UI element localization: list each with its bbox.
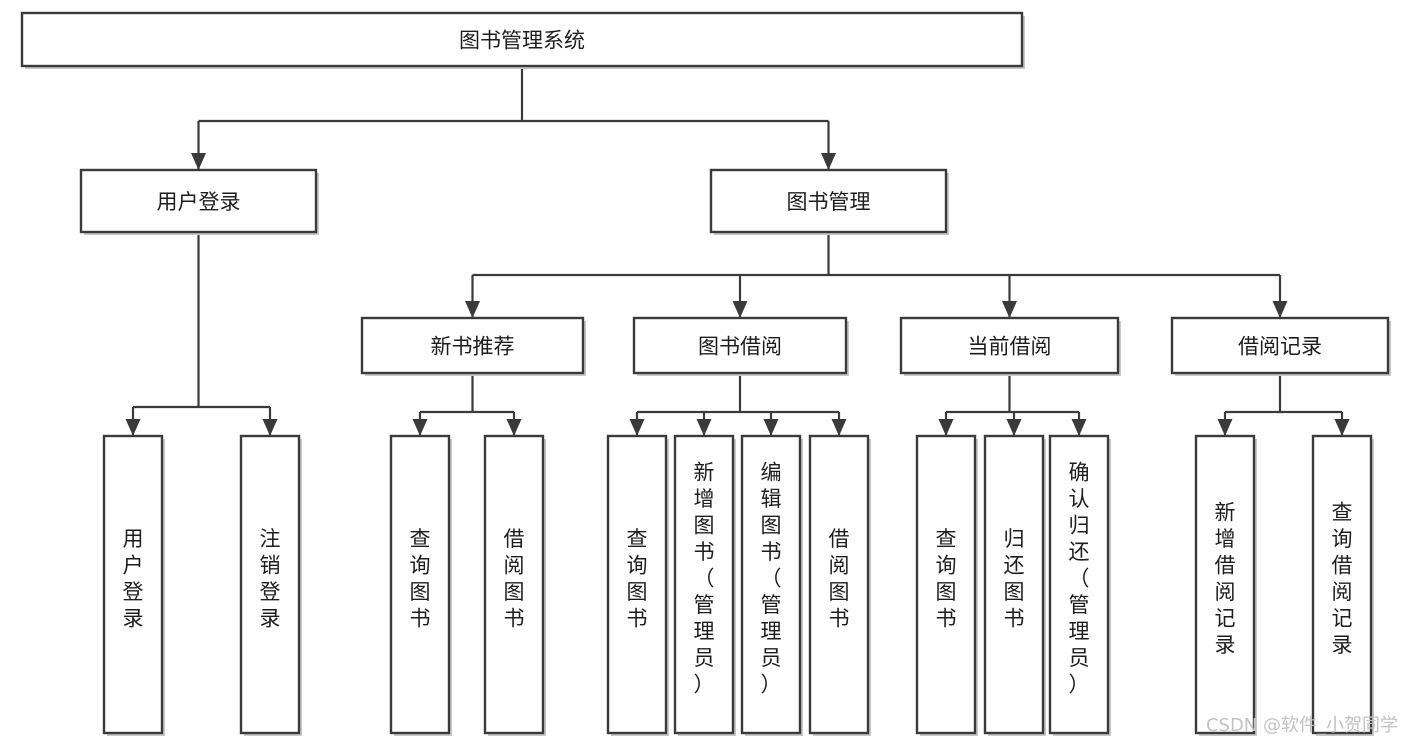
node-box[interactable] [899, 316, 1120, 375]
node-box[interactable] [673, 434, 735, 735]
arrow-head-icon [412, 419, 428, 436]
arrow-head-icon [821, 153, 836, 170]
node-box[interactable] [102, 434, 164, 735]
node-确认归还管理员[interactable]: 确认归还（管理员） [1048, 434, 1111, 736]
node-box[interactable] [1048, 434, 1110, 735]
node-当前借阅[interactable]: 当前借阅 [899, 316, 1121, 376]
edge-group-图书借阅 [629, 373, 847, 436]
node-box[interactable] [1170, 316, 1390, 375]
node-新书推荐[interactable]: 新书推荐 [360, 316, 586, 376]
node-label: 查询图书 [936, 527, 957, 631]
arrow-head-icon [1002, 301, 1017, 318]
node-box[interactable] [632, 316, 848, 375]
node-label: 图书管理 [787, 190, 871, 214]
edge-group-新书推荐 [412, 373, 522, 436]
node-新增图书管理员[interactable]: 新增图书（管理员） [673, 434, 736, 736]
node-用户登录[interactable]: 用户登录 [79, 168, 319, 235]
node-图书管理[interactable]: 图书管理 [709, 168, 949, 235]
node-label: 图书借阅 [698, 335, 782, 359]
node-box[interactable] [709, 168, 948, 234]
node-借阅记录[interactable]: 借阅记录 [1170, 316, 1391, 376]
node-查询借阅记录[interactable]: 查询借阅记录 [1311, 434, 1374, 736]
node-label: 确认归还（管理员） [1069, 461, 1090, 697]
arrow-head-icon [191, 153, 206, 170]
node-新增借阅记录[interactable]: 新增借阅记录 [1194, 434, 1257, 736]
node-box[interactable] [808, 434, 870, 735]
node-图书借阅[interactable]: 图书借阅 [632, 316, 849, 376]
arrow-head-icon [1006, 419, 1022, 436]
node-借阅图书[interactable]: 借阅图书 [483, 434, 546, 736]
edge-group-用户登录 [125, 232, 278, 436]
node-查询图书[interactable]: 查询图书 [389, 434, 452, 736]
node-label: 图书管理系统 [459, 29, 585, 53]
node-label: 编辑图书（管理员） [761, 461, 782, 697]
node-label: 归还图书 [1004, 527, 1025, 631]
node-box[interactable] [915, 434, 977, 735]
node-label: 查询图书 [627, 527, 648, 631]
node-label: 当前借阅 [968, 335, 1052, 359]
node-label: 借阅图书 [504, 527, 525, 631]
node-label: 借阅记录 [1238, 335, 1322, 359]
node-借阅图书[interactable]: 借阅图书 [808, 434, 871, 736]
node-label: 查询借阅记录 [1332, 500, 1353, 657]
node-图书管理系统[interactable]: 图书管理系统 [20, 11, 1025, 69]
arrow-head-icon [1217, 419, 1233, 436]
node-box[interactable] [1194, 434, 1256, 735]
node-label: 查询图书 [410, 527, 431, 631]
arrow-head-icon [1334, 419, 1350, 436]
edge-group-借阅记录 [1217, 373, 1350, 436]
node-label: 用户登录 [157, 190, 241, 214]
arrow-head-icon [938, 419, 954, 436]
node-box[interactable] [483, 434, 545, 735]
node-box[interactable] [239, 434, 301, 735]
arrow-head-icon [831, 419, 847, 436]
node-查询图书[interactable]: 查询图书 [606, 434, 669, 736]
arrow-head-icon [763, 419, 779, 436]
arrow-head-icon [696, 419, 712, 436]
node-label: 注销登录 [260, 527, 281, 631]
arrow-head-icon [262, 419, 278, 436]
node-box[interactable] [606, 434, 668, 735]
node-注销登录[interactable]: 注销登录 [239, 434, 302, 736]
edge-group-当前借阅 [938, 373, 1087, 436]
arrow-head-icon [629, 419, 645, 436]
arrow-head-icon [125, 419, 141, 436]
arrow-head-icon [732, 301, 748, 318]
node-归还图书[interactable]: 归还图书 [983, 434, 1046, 736]
node-编辑图书管理员[interactable]: 编辑图书（管理员） [740, 434, 803, 736]
node-label: 新书推荐 [431, 335, 515, 359]
arrow-head-icon [506, 419, 522, 436]
node-用户登录[interactable]: 用户登录 [102, 434, 165, 736]
node-box[interactable] [360, 316, 585, 375]
edge-group-图书管理系统 [191, 66, 836, 170]
csdn-watermark: CSDN @软件_小贺同学 [1206, 715, 1398, 736]
node-box[interactable] [20, 11, 1024, 68]
edges-layer [125, 66, 1350, 436]
node-label: 借阅图书 [829, 527, 850, 631]
edge-group-图书管理 [465, 232, 1288, 318]
node-box[interactable] [389, 434, 451, 735]
node-box[interactable] [79, 168, 318, 234]
node-label: 用户登录 [123, 527, 144, 631]
node-box[interactable] [1311, 434, 1373, 735]
arrow-head-icon [465, 301, 480, 318]
node-label: 新增图书（管理员） [694, 461, 715, 697]
nodes-layer: 图书管理系统用户登录图书管理新书推荐图书借阅当前借阅借阅记录用户登录注销登录查询… [20, 11, 1391, 736]
node-label: 新增借阅记录 [1215, 500, 1236, 657]
arrow-head-icon [1071, 419, 1087, 436]
node-box[interactable] [740, 434, 802, 735]
node-查询图书[interactable]: 查询图书 [915, 434, 978, 736]
arrow-head-icon [1272, 301, 1288, 318]
node-box[interactable] [983, 434, 1045, 735]
